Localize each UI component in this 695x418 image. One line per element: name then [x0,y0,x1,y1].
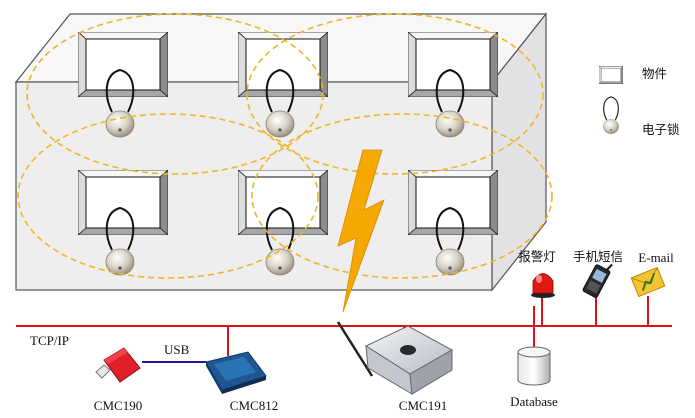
alarm-lamp-label: 报警灯 [518,249,556,264]
signal-zone [17,113,319,279]
signal-zone [251,113,553,279]
frame-icon [408,170,498,235]
mobile-phone-icon [582,263,613,298]
cmc191-device-icon [336,321,454,395]
signal-zones [17,13,553,279]
database-label: Database [510,394,558,409]
signal-zone [246,13,544,175]
legend-lock-label: 电子锁 [642,122,680,137]
lock-icon [602,96,620,135]
frame-icon [238,170,328,235]
sms-label: 手机短信 [572,249,624,264]
tcp-ip-label: TCP/IP [30,333,70,348]
usb-label: USB [164,342,190,357]
cmc191-label: CMC191 [398,398,448,413]
lightning-icon [337,149,385,313]
cmc812-label: CMC812 [229,398,279,413]
legend-item-label: 物件 [642,66,668,81]
legend [599,66,623,135]
frame-icon [78,32,168,97]
frame-icon [78,170,168,235]
frame-icon [599,66,623,84]
cmc190-label: CMC190 [93,398,143,413]
alarm-lamp-icon [531,273,555,298]
email-label: E-mail [638,250,674,265]
frame-icon [408,32,498,97]
usb-key-icon [95,347,141,383]
cmc812-device-icon [205,351,267,394]
email-icon [630,266,666,298]
database-icon [517,346,551,386]
signal-zone [26,13,324,175]
